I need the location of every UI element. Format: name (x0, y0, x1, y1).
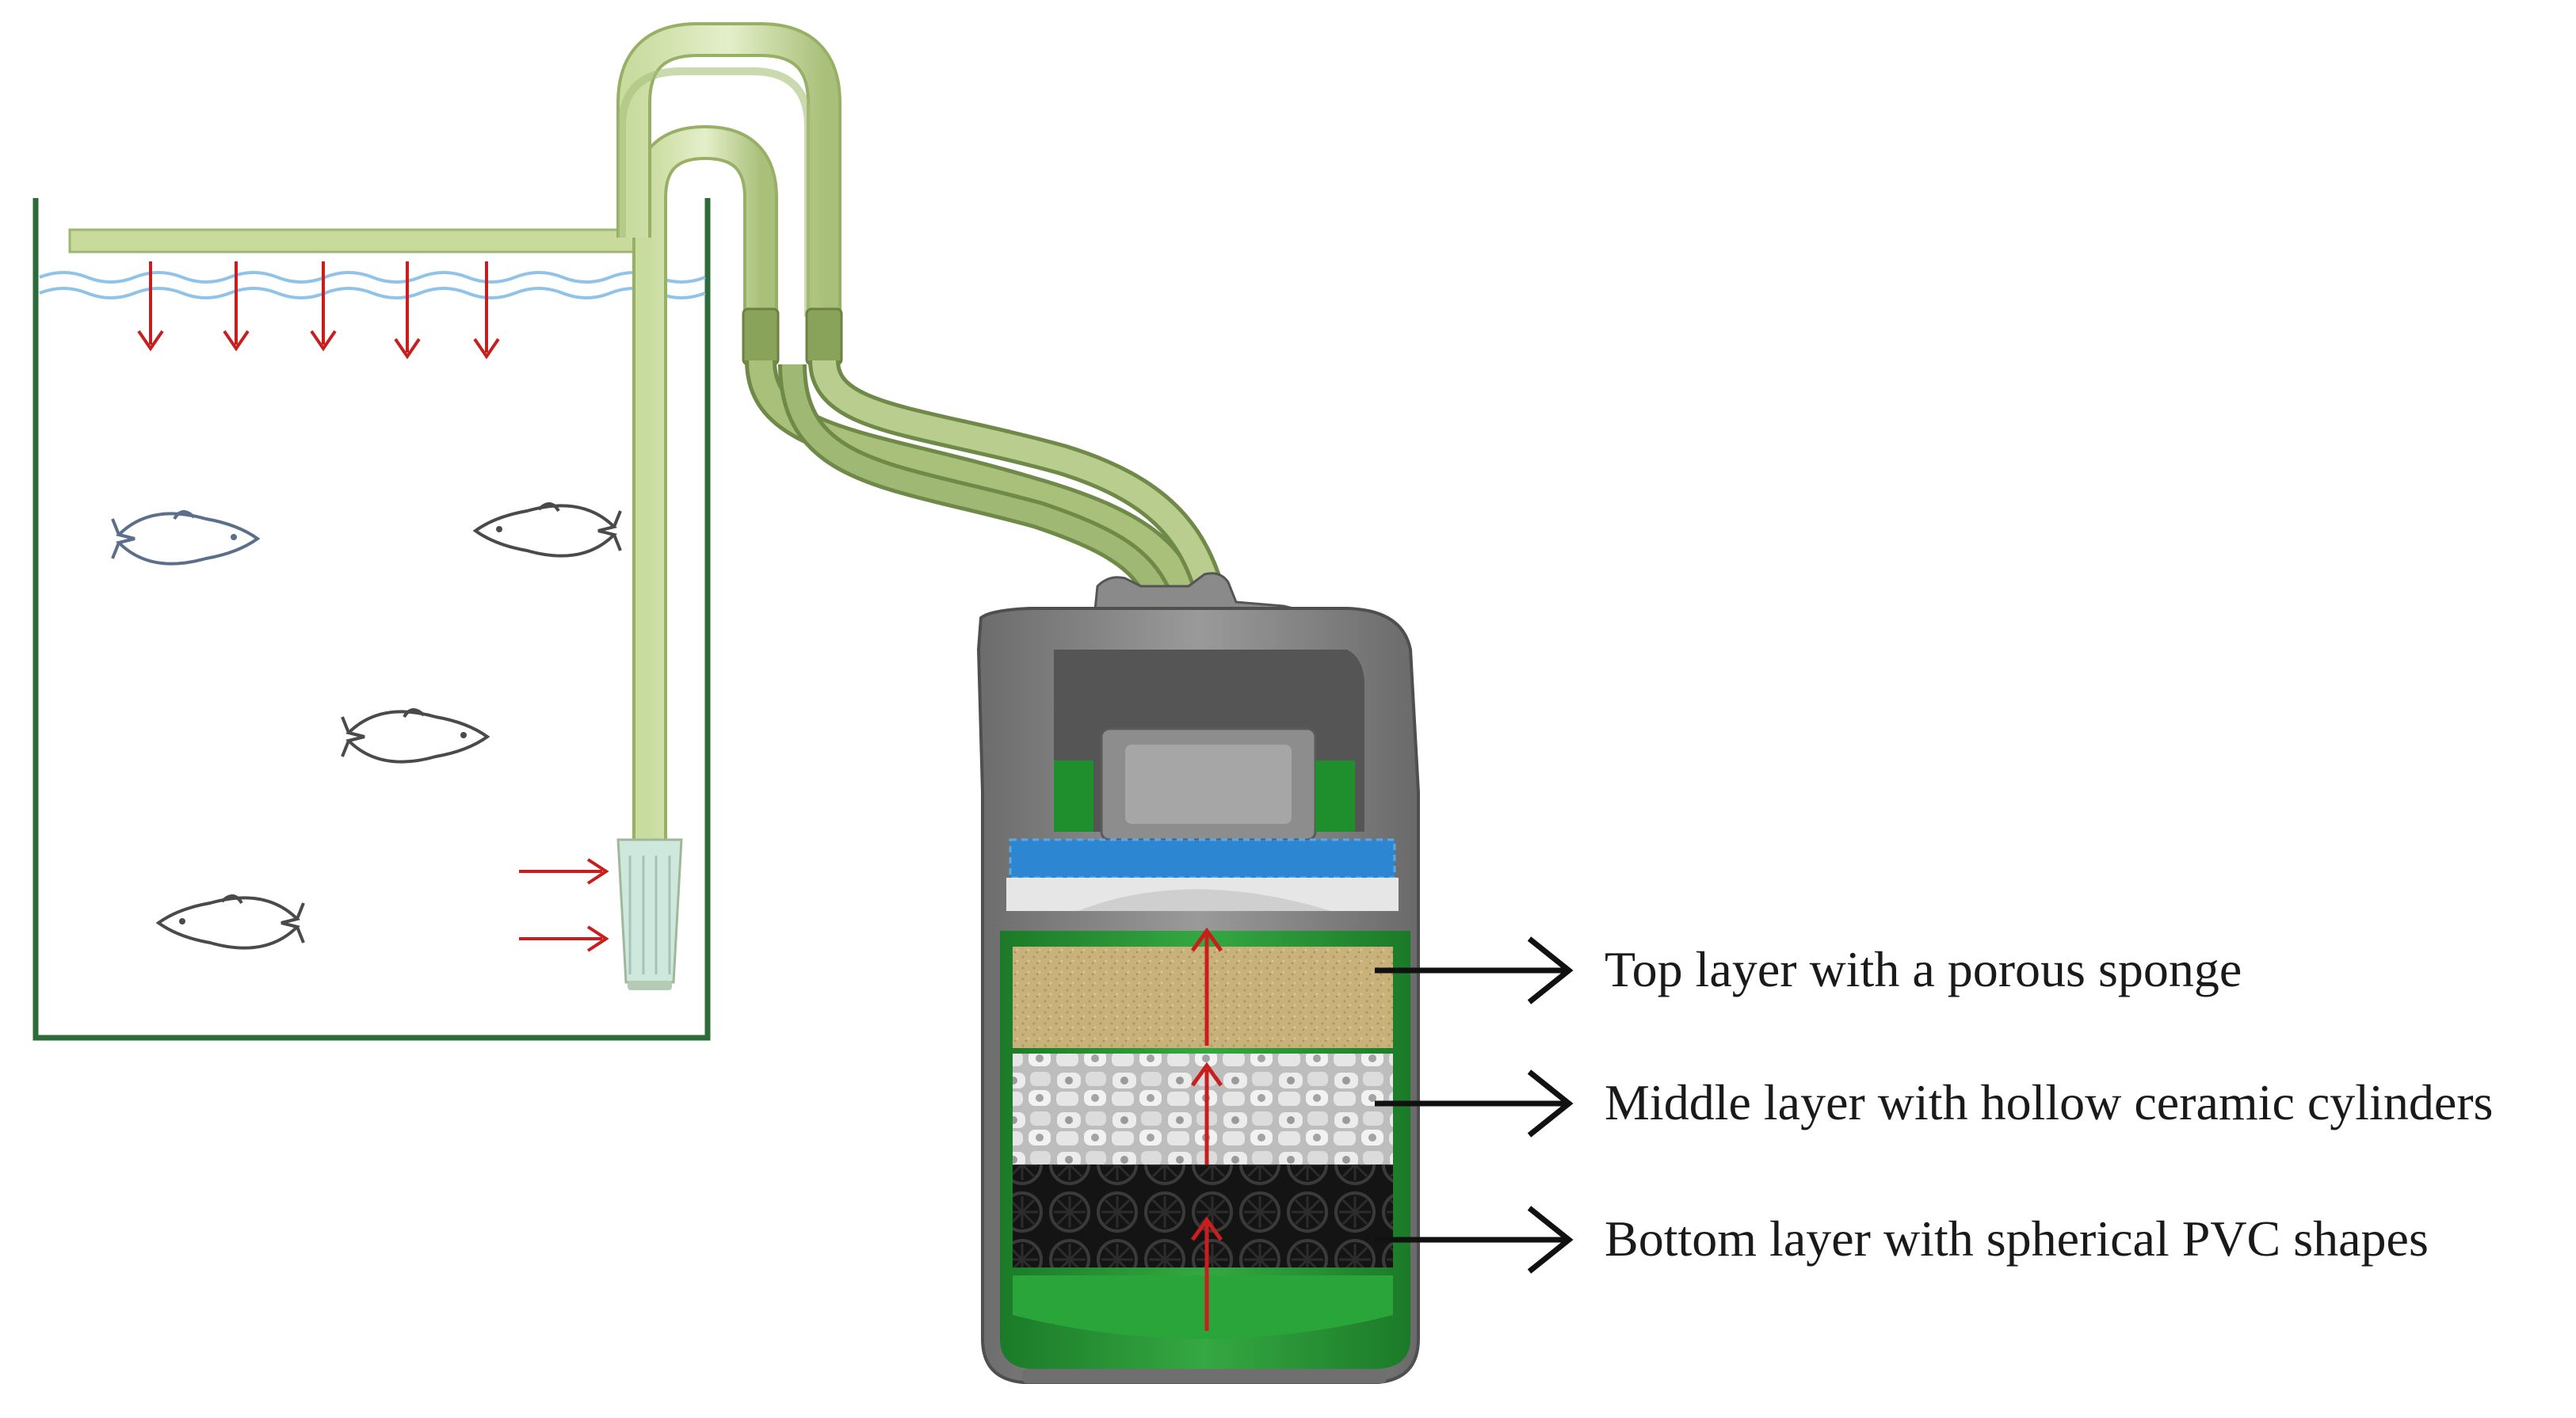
flow-arrow (223, 261, 250, 352)
middle-layer-label: Middle layer with hollow ceramic cylinde… (1605, 1074, 2493, 1130)
spray-flow-arrows (137, 261, 500, 360)
aquarium-tank (32, 198, 711, 1041)
flow-arrow (1190, 1062, 1223, 1165)
flow-arrow (310, 261, 337, 352)
return-tube-middle (618, 67, 812, 317)
intake-strainer-icon (616, 838, 683, 990)
return-tube-outer (616, 22, 841, 325)
flow-arrow (1190, 927, 1223, 1046)
hoses-to-canister (745, 359, 1228, 616)
flow-arrow (519, 858, 609, 885)
fish-icon (111, 510, 261, 566)
flow-arrow (137, 261, 164, 352)
label-top-layer: Top layer with a porous sponge (1375, 936, 2242, 1004)
fish-icon (472, 502, 622, 558)
flow-arrow (1190, 1216, 1223, 1331)
water-surface (39, 271, 706, 299)
canister-flow-arrows (1190, 927, 1223, 1331)
canister-filter-icon (976, 572, 1420, 1384)
intake-flow-arrows (519, 858, 609, 952)
intake-tube (632, 124, 778, 848)
tube-connectors (742, 307, 843, 366)
spray-bar-tube (68, 228, 642, 253)
flow-arrow (473, 261, 500, 360)
bottom-layer-label: Bottom layer with spherical PVC shapes (1605, 1210, 2429, 1267)
fish-icon (341, 708, 490, 764)
label-middle-layer: Middle layer with hollow ceramic cylinde… (1375, 1069, 2493, 1138)
label-bottom-layer: Bottom layer with spherical PVC shapes (1375, 1206, 2429, 1274)
fish-icon (155, 894, 305, 950)
flow-arrow (394, 261, 421, 360)
flow-arrow (519, 925, 609, 952)
top-layer-label: Top layer with a porous sponge (1605, 941, 2242, 997)
